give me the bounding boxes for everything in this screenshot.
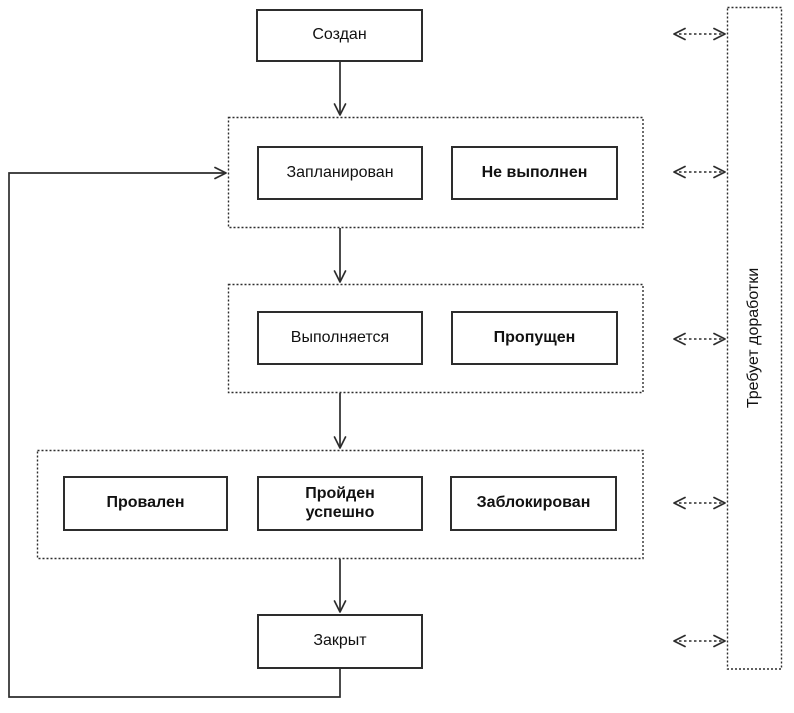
node-closed-label: Закрыт	[313, 632, 367, 650]
node-planned-label: Запланирован	[286, 163, 394, 181]
planned-group-frame	[227, 116, 644, 229]
node-blocked: Заблокирован	[450, 476, 617, 531]
node-failed-label: Провален	[106, 494, 185, 512]
needs-rework-label: Требует доработки	[745, 267, 762, 409]
executing-group-frame	[227, 283, 644, 394]
needs-rework-frame	[726, 6, 783, 670]
node-failed: Провален	[63, 476, 228, 531]
node-skipped-label: Пропущен	[493, 328, 576, 346]
node-closed: Закрыт	[257, 614, 423, 669]
node-planned: Запланирован	[257, 146, 423, 200]
node-not-executed: Не выполнен	[451, 146, 618, 200]
node-passed-label: Пройден успешно	[305, 485, 375, 521]
node-created-label: Создан	[312, 26, 367, 44]
node-not-executed-label: Не выполнен	[481, 163, 588, 181]
node-skipped: Пропущен	[451, 311, 618, 365]
result-group-frame	[36, 449, 644, 560]
node-passed: Пройден успешно	[257, 476, 423, 531]
node-in-progress: Выполняется	[257, 311, 423, 365]
edge-closed-to-planned-loop	[8, 166, 341, 698]
node-created: Создан	[256, 9, 423, 62]
node-in-progress-label: Выполняется	[290, 328, 390, 346]
node-blocked-label: Заблокирован	[476, 494, 591, 512]
